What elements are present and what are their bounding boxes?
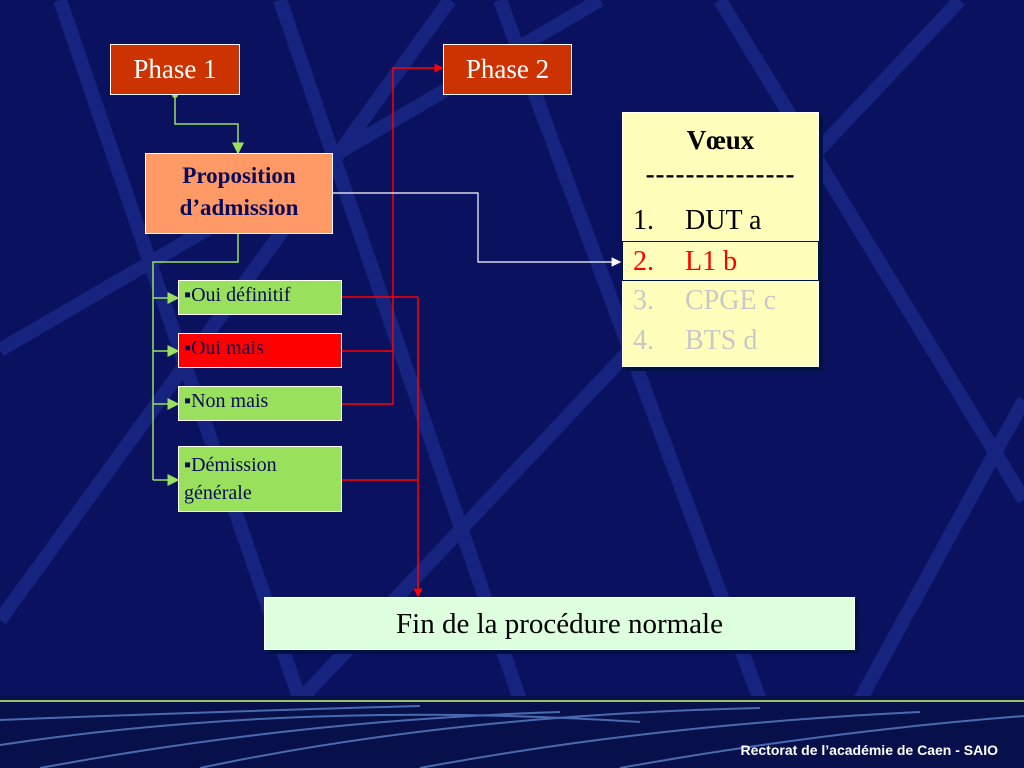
voeux-item-2-label: L1 b xyxy=(685,246,738,277)
proposition-line1: Proposition xyxy=(182,163,296,188)
voeux-item-4-label: BTS d xyxy=(685,325,758,356)
phase-2-label: Phase 2 xyxy=(465,54,550,84)
option-demission-label-line1: ▪Démission xyxy=(184,454,277,476)
options-to-fin-connector xyxy=(342,296,423,598)
proposition-line2: d’admission xyxy=(179,195,299,220)
option-oui-mais-label: ▪Oui mais xyxy=(184,337,264,359)
proposition-box: Proposition d’admission xyxy=(145,153,333,234)
footer-credit: Rectorat de l’académie de Caen - SAIO xyxy=(740,742,998,758)
option-demission-label-line2: générale xyxy=(184,482,252,504)
phase-1-label: Phase 1 xyxy=(133,54,217,84)
voeux-separator: --------------- xyxy=(645,159,796,189)
phase1-to-proposition-connector xyxy=(172,92,244,155)
voeux-item-1: 1. DUT a xyxy=(623,201,818,241)
voeux-box: Vœux --------------- 1. DUT a 2. L1 b 3.… xyxy=(622,112,819,367)
voeux-item-3: 3. CPGE c xyxy=(623,281,818,321)
voeux-item-2-num: 2. xyxy=(633,246,654,277)
voeux-item-2: 2. L1 b xyxy=(622,241,819,281)
voeux-item-3-num: 3. xyxy=(633,285,654,316)
voeux-item-3-label: CPGE c xyxy=(685,285,776,316)
option-non-mais-label: ▪Non mais xyxy=(184,390,269,412)
voeux-item-4-num: 4. xyxy=(633,325,654,356)
proposition-to-options-connector xyxy=(152,234,239,486)
phase-1-box: Phase 1 xyxy=(110,44,240,95)
voeux-item-1-num: 1. xyxy=(633,205,654,236)
voeux-item-1-label: DUT a xyxy=(685,205,762,236)
option-oui-mais: ▪Oui mais xyxy=(178,333,342,368)
options-to-phase2-connector xyxy=(342,63,444,405)
voeux-item-4: 4. BTS d xyxy=(623,321,818,361)
option-oui-definitif-label: ▪Oui définitif xyxy=(184,284,291,306)
voeux-to-proposition-connector xyxy=(324,188,622,267)
phase-2-box: Phase 2 xyxy=(443,44,572,95)
fin-procedure-label: Fin de la procédure normale xyxy=(396,608,723,640)
option-demission-generale: ▪Démission générale xyxy=(178,446,342,512)
option-non-mais: ▪Non mais xyxy=(178,386,342,421)
option-oui-definitif: ▪Oui définitif xyxy=(178,280,342,315)
voeux-title: Vœux xyxy=(686,125,755,155)
fin-procedure-box: Fin de la procédure normale xyxy=(264,597,855,650)
